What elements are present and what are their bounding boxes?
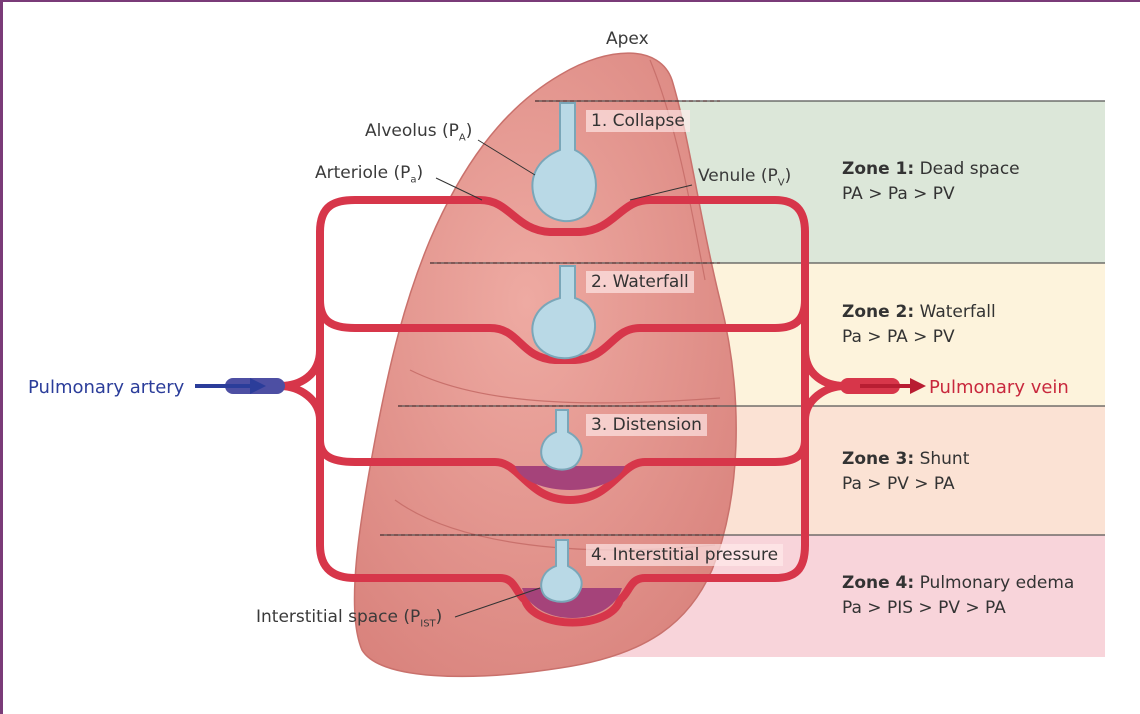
vessel-zone-4 [316, 541, 809, 627]
alveolus-2 [531, 265, 596, 360]
zone-3-name: Shunt [914, 449, 970, 469]
step-1-label: 1. Collapse [586, 110, 690, 132]
zone-3-formula: Pa > PV > PA [842, 474, 955, 494]
interstitial-label-text: Interstitial space (P [256, 607, 421, 627]
pulmonary-artery-label: Pulmonary artery [28, 377, 185, 398]
arteriole-leader [435, 177, 483, 201]
vessel-zone-2 [316, 296, 809, 364]
pulmonary-vein-label: Pulmonary vein [929, 377, 1069, 398]
zone-1-text: Zone 1: Dead space PA > Pa > PV [842, 157, 1020, 207]
zone-1-name: Dead space [914, 159, 1020, 179]
alveoli [531, 102, 597, 603]
venule-label-text: Venule (P [698, 166, 778, 186]
alveolus-3 [540, 409, 583, 471]
step-3-label: 3. Distension [586, 414, 707, 436]
artery-trunk [316, 196, 809, 236]
arteriole-label: Arteriole (Pa) [315, 163, 423, 185]
vein-outlet-low [801, 382, 849, 424]
frame-border-left [0, 0, 3, 714]
step-4-label: 4. Interstitial pressure [586, 544, 784, 566]
zone-2-text: Zone 2: Waterfall Pa > PA > PV [842, 300, 996, 350]
zone-3-title: Zone 3: [842, 449, 915, 469]
step-2-label: 2. Waterfall [586, 271, 694, 293]
venule-leader [629, 184, 693, 201]
capillary-pool-3 [515, 466, 625, 490]
interstitial-leader [454, 587, 541, 618]
zone-4-text: Zone 4: Pulmonary edema Pa > PIS > PV > … [842, 571, 1074, 621]
lung-fissure-1 [409, 369, 721, 404]
frame-border-top [0, 0, 1140, 2]
artery-inlet [276, 346, 324, 390]
zone-2-name: Waterfall [914, 302, 996, 322]
zone-3-text: Zone 3: Shunt Pa > PV > PA [842, 447, 969, 497]
zone-1-title: Zone 1: [842, 159, 915, 179]
artery-inlet-low [276, 382, 324, 424]
alveolus-label-text: Alveolus (P [365, 121, 459, 141]
vessel-zone-3 [316, 436, 809, 505]
venule-label-sub: V [777, 177, 785, 189]
pulmonary-artery-arrowhead [250, 378, 266, 394]
zone-1-formula: PA > Pa > PV [842, 184, 955, 204]
alveolus-label-sub: A [458, 132, 466, 144]
venule-label: Venule (PV) [698, 166, 791, 188]
zone-4-formula: Pa > PIS > PV > PA [842, 598, 1006, 618]
arteriole-label-sub: a [410, 174, 417, 186]
zone-4-name: Pulmonary edema [914, 573, 1075, 593]
lung-fissure-3 [649, 59, 706, 281]
alveolus-4 [540, 539, 583, 603]
alveolus-label-close: ) [465, 121, 473, 141]
alveolus-1 [531, 102, 597, 223]
arteriole-label-text: Arteriole (P [315, 163, 411, 183]
venule-label-close: ) [784, 166, 792, 186]
interstitial-label: Interstitial space (PIST) [256, 607, 442, 629]
zone-2-formula: Pa > PA > PV [842, 327, 955, 347]
zone-2-title: Zone 2: [842, 302, 915, 322]
interstitial-label-close: ) [435, 607, 443, 627]
alveolus-leader [477, 139, 536, 176]
lung-shape [353, 52, 737, 678]
zone-4-title: Zone 4: [842, 573, 915, 593]
apex-label: Apex [606, 29, 649, 49]
interstitial-label-sub: IST [420, 618, 436, 630]
arteriole-label-close: ) [416, 163, 424, 183]
pulmonary-vein-arrowhead [910, 378, 926, 394]
vessel-network [276, 196, 849, 627]
alveolus-label: Alveolus (PA) [365, 121, 472, 143]
